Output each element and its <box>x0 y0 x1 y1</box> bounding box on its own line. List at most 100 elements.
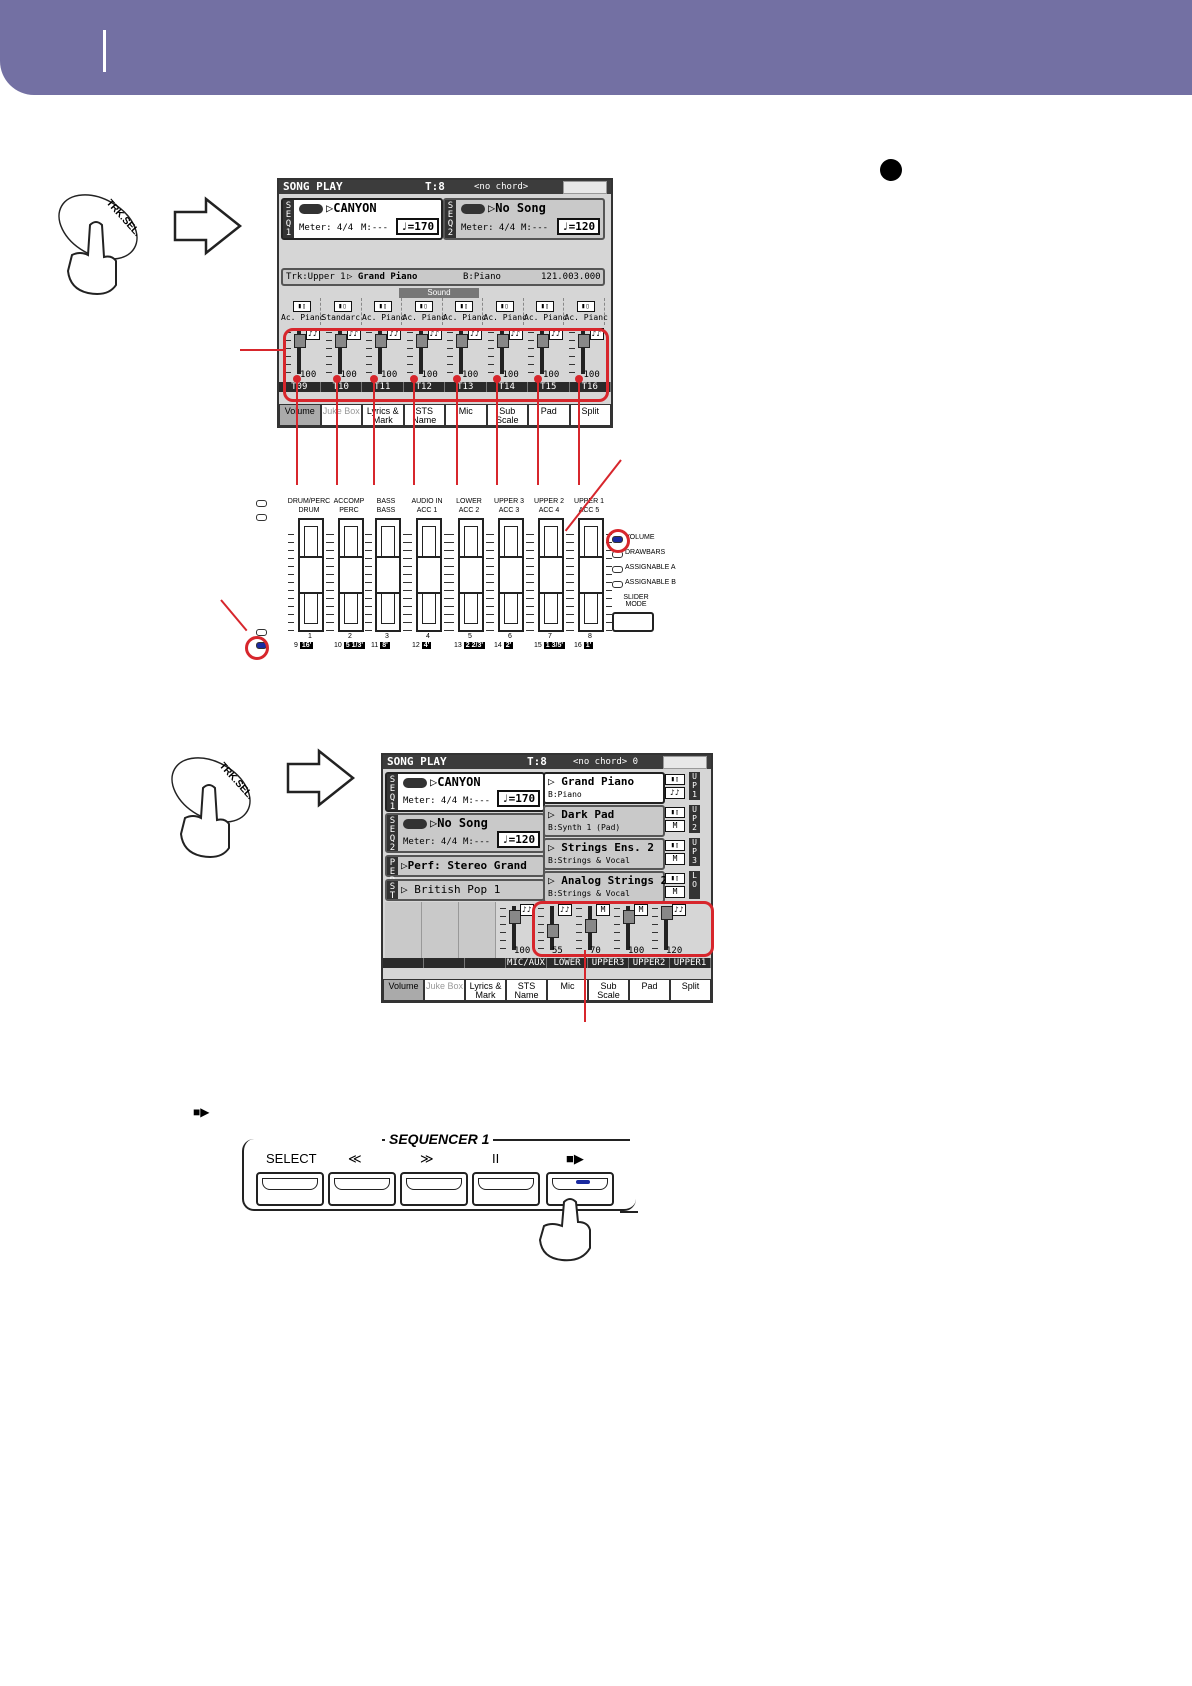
tab-sub-scale[interactable]: Sub Scale <box>588 979 629 1001</box>
tab-lyrics-mark[interactable]: Lyrics & Mark <box>362 404 404 426</box>
fader-knob[interactable] <box>375 333 387 348</box>
fader-knob[interactable] <box>456 333 468 348</box>
slider-knob[interactable] <box>375 556 401 594</box>
fader-knob[interactable] <box>623 909 635 924</box>
tab-sub-scale[interactable]: Sub Scale <box>486 404 528 426</box>
seq2-panel[interactable]: S E Q 2 ▷No Song Meter: 4/4 M:--- ♩=120 <box>385 813 545 853</box>
sound-cell[interactable]: ▮▯Ac. Pianc <box>484 298 527 325</box>
mixer-channel[interactable]: ♪♪100 <box>486 326 524 382</box>
sound-cell[interactable]: ▮▯Ac. Pianc <box>443 298 486 325</box>
slider-label-line2: ACC 3 <box>498 507 520 514</box>
mute-icon[interactable]: M <box>634 904 648 916</box>
mute-icon[interactable]: M <box>665 853 685 865</box>
mute-icon[interactable]: M <box>665 820 685 832</box>
pause-button[interactable] <box>472 1172 540 1206</box>
tab-pad[interactable]: Pad <box>629 979 670 1001</box>
mixer-channel[interactable]: ♪♪100 <box>283 326 321 382</box>
fader-knob[interactable] <box>294 333 306 348</box>
hardware-slider[interactable] <box>538 518 564 632</box>
mixer-channel[interactable]: ♪♪100 <box>498 902 535 958</box>
keyboard-sound-icon: ▮▯ <box>293 301 311 312</box>
mixer-channel[interactable]: ♪♪100 <box>445 326 483 382</box>
tab-sts-name[interactable]: STS Name <box>506 979 547 1001</box>
mixer-channel[interactable]: ♪♪100 <box>526 326 564 382</box>
tab-split[interactable]: Split <box>670 979 711 1001</box>
performance-panel[interactable]: P E R ▷Perf: Stereo Grand <box>385 855 545 886</box>
hardware-slider[interactable] <box>298 518 324 632</box>
fader-knob[interactable] <box>547 924 559 938</box>
slider-knob[interactable] <box>578 556 604 594</box>
mute-icon[interactable]: M <box>665 886 685 898</box>
sound-cell[interactable]: ▮▯Ac. Pianc <box>281 298 324 325</box>
seq2-panel[interactable]: S E Q 2 ▷No Song Meter: 4/4 M:--- ♩=120 <box>443 198 605 240</box>
tab-juke-box[interactable]: Juke Box <box>320 404 362 426</box>
hardware-slider[interactable] <box>338 518 364 632</box>
tab-volume[interactable]: Volume <box>279 404 321 426</box>
track-sound: ▷ Grand Piano <box>347 272 418 282</box>
tab-split[interactable]: Split <box>569 404 611 426</box>
slot-bank: B:Synth 1 (Pad) <box>548 823 621 832</box>
tab-lyrics-mark[interactable]: Lyrics & Mark <box>465 979 506 1001</box>
play-stop-button[interactable] <box>546 1172 614 1206</box>
slider-knob[interactable] <box>498 556 524 594</box>
tab-volume[interactable]: Volume <box>383 979 424 1001</box>
sound-cell[interactable]: ▮▯Ac. Pianc <box>524 298 567 325</box>
hardware-slider[interactable] <box>498 518 524 632</box>
slider-mode-button[interactable] <box>612 612 654 632</box>
fader-knob[interactable] <box>577 333 590 348</box>
track-info-line[interactable]: Trk:Upper 1 ▷ Grand Piano B:Piano 121.00… <box>281 268 605 286</box>
mixer-channel[interactable]: ♪♪120 <box>650 902 687 958</box>
fader-knob[interactable] <box>415 333 428 348</box>
play-note-icon[interactable]: ♪♪ <box>558 904 572 916</box>
hardware-slider[interactable] <box>578 518 604 632</box>
rewind-button[interactable] <box>328 1172 396 1206</box>
fader-knob[interactable] <box>496 333 509 348</box>
fader-knob[interactable] <box>585 918 597 933</box>
sound-cell[interactable]: ▮▯Ac. Pianc <box>403 298 446 325</box>
seq1-tempo[interactable]: ♩=170 <box>497 790 541 807</box>
sound-header: Sound <box>399 288 479 298</box>
mixer-channel[interactable]: ♪♪100 <box>405 326 443 382</box>
hardware-slider[interactable] <box>416 518 442 632</box>
tab-juke-box[interactable]: Juke Box <box>424 979 465 1001</box>
slider-knob[interactable] <box>338 556 364 594</box>
play-note-icon[interactable]: ♪♪ <box>665 787 685 799</box>
fader-knob[interactable] <box>509 909 521 924</box>
select-button[interactable] <box>256 1172 324 1206</box>
hardware-slider[interactable] <box>375 518 401 632</box>
play-note-icon[interactable]: ♪♪ <box>672 904 686 916</box>
sound-cell[interactable]: ▮▯Standarc <box>322 298 362 325</box>
slider-knob[interactable] <box>458 556 484 594</box>
slider-number-top: 1 <box>308 633 312 640</box>
page-menu-button[interactable] <box>563 181 607 194</box>
tab-sts-name[interactable]: STS Name <box>403 404 445 426</box>
mixer-channel[interactable]: ♪♪55 <box>536 902 573 958</box>
seq1-panel[interactable]: S E Q 1 ▷CANYON Meter: 4/4 M:--- ♩=170 <box>281 198 443 240</box>
seq2-tempo[interactable]: ♩=120 <box>557 218 601 235</box>
tab-mic[interactable]: Mic <box>547 979 588 1001</box>
mute-icon[interactable]: M <box>596 904 610 916</box>
sts-panel[interactable]: S T ▷ British Pop 1 <box>385 879 545 901</box>
tab-mic[interactable]: Mic <box>445 404 487 426</box>
fader-knob[interactable] <box>537 333 549 348</box>
page-menu-button[interactable] <box>663 756 707 769</box>
seq1-panel[interactable]: S E Q 1 ▷CANYON Meter: 4/4 M:--- ♩=170 <box>385 772 545 812</box>
seq1-tempo[interactable]: ♩=170 <box>396 218 440 235</box>
slider-knob[interactable] <box>298 556 324 594</box>
fader-knob[interactable] <box>334 333 347 348</box>
seq2-tempo[interactable]: ♩=120 <box>497 831 541 848</box>
sound-cell[interactable]: ▮▯Ac. Pianc <box>362 298 405 325</box>
hardware-slider[interactable] <box>458 518 484 632</box>
slider-knob[interactable] <box>416 556 442 594</box>
tab-pad[interactable]: Pad <box>528 404 570 426</box>
sound-cell[interactable]: ▮▯Ac. Pianc <box>565 298 608 325</box>
mixer-channel[interactable]: ♪♪100 <box>324 326 362 382</box>
slider-knob[interactable] <box>538 556 564 594</box>
fast-forward-button[interactable] <box>400 1172 468 1206</box>
